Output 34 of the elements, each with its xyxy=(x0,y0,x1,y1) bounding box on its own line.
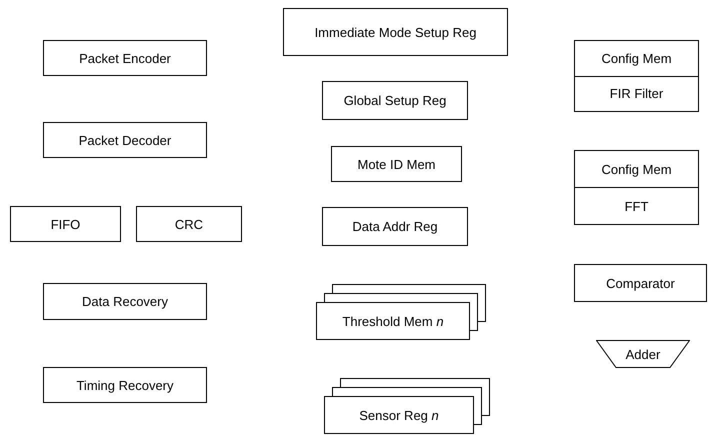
adder-trapezoid xyxy=(596,340,690,368)
split-memory-box xyxy=(574,40,699,112)
stacked-register-box xyxy=(324,396,474,434)
register-box xyxy=(43,122,207,158)
box-label: FIFO xyxy=(50,216,80,232)
box-label: Packet Encoder xyxy=(79,50,171,66)
box-label: CRC xyxy=(174,216,204,232)
register-box xyxy=(322,81,468,120)
box-label: Comparator xyxy=(606,276,675,290)
box-label: Adder xyxy=(626,346,660,362)
register-box xyxy=(43,283,207,320)
box-section-label: Config Mem xyxy=(600,160,673,179)
box-label: Global Setup Reg xyxy=(344,93,446,108)
box-label: Immediate Mode Setup Reg xyxy=(314,24,476,40)
box-label: Packet Decoder xyxy=(78,132,172,148)
split-memory-box xyxy=(574,150,699,225)
box-label: Data Addr Reg xyxy=(352,219,438,234)
register-box xyxy=(574,264,707,302)
box-section-label: FFT xyxy=(575,187,698,224)
register-box xyxy=(43,40,207,76)
box-label: Timing Recovery xyxy=(76,378,174,392)
register-box xyxy=(10,206,121,242)
box-label: Mote ID Mem xyxy=(357,156,436,172)
box-label: Threshold Mem n xyxy=(342,314,444,328)
register-box xyxy=(136,206,242,242)
register-box xyxy=(283,8,508,56)
stacked-register-box xyxy=(316,302,470,340)
box-label: Sensor Reg n xyxy=(359,408,439,422)
register-box xyxy=(322,207,468,246)
box-label: Data Recovery xyxy=(82,294,168,309)
box-section-label: Config Mem xyxy=(600,50,673,68)
register-box xyxy=(43,367,207,403)
box-section-label: FIR Filter xyxy=(575,76,698,111)
register-box xyxy=(331,146,462,182)
